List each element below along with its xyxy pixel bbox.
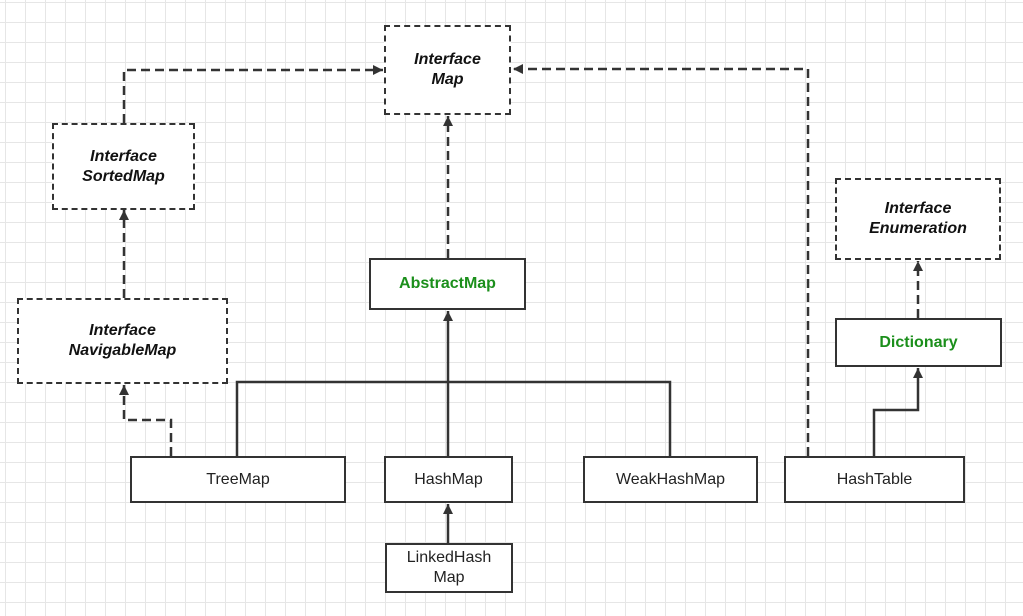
node-interface-navigablemap: Interface NavigableMap <box>17 298 228 384</box>
node-abstractmap-label: AbstractMap <box>399 275 496 292</box>
node-interface-sortedmap-line1: Interface <box>90 147 157 165</box>
edge-hashtable-to-map <box>513 64 810 456</box>
node-interface-enumeration-line1: Interface <box>884 200 952 217</box>
node-hashtable-label: HashTable <box>836 470 913 488</box>
node-dictionary-label: Dictionary <box>879 333 958 351</box>
node-interface-map: Interface Map <box>384 25 511 115</box>
node-weakhashmap: WeakHashMap <box>583 456 758 503</box>
node-hashmap: HashMap <box>384 456 513 503</box>
node-interface-map-line2: Map <box>431 71 464 88</box>
edge-hashtable-to-dictionary <box>872 368 923 456</box>
node-interface-navigablemap-line1: Interface <box>89 322 156 339</box>
edge-treemap-to-abstractmap <box>235 380 448 456</box>
node-treemap-label: TreeMap <box>206 470 270 488</box>
node-interface-sortedmap: Interface SortedMap <box>52 123 195 210</box>
node-interface-map-line1: Interface <box>414 51 481 68</box>
edge-treemap-to-navigablemap <box>119 385 173 456</box>
edge-weakhashmap-to-abstractmap <box>448 380 672 456</box>
node-interface-enumeration-line2: Enumeration <box>869 220 967 237</box>
edge-sortedmap-to-map <box>122 65 383 123</box>
node-linkedhashmap-line2: Map <box>433 569 465 586</box>
node-linkedhashmap-line1: LinkedHash <box>406 549 492 566</box>
node-linkedhashmap: LinkedHash Map <box>385 543 513 593</box>
node-hashtable: HashTable <box>784 456 965 503</box>
node-weakhashmap-label: WeakHashMap <box>615 470 726 488</box>
node-dictionary: Dictionary <box>835 318 1002 367</box>
node-interface-sortedmap-line2: SortedMap <box>82 167 165 185</box>
node-interface-enumeration: Interface Enumeration <box>835 178 1001 260</box>
node-treemap: TreeMap <box>130 456 346 503</box>
node-interface-navigablemap-line2: NavigableMap <box>68 342 177 359</box>
node-abstractmap: AbstractMap <box>369 258 526 310</box>
node-hashmap-label: HashMap <box>414 470 483 488</box>
